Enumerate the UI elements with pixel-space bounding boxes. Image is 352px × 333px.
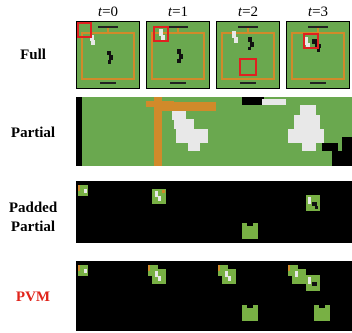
padded-partial-panel	[76, 181, 352, 243]
highlight-box	[239, 58, 257, 76]
timestep-header-0: t=0	[97, 4, 119, 20]
row-label-partial: Partial	[10, 125, 56, 141]
highlight-box	[303, 33, 319, 49]
pvm-frame-t1	[148, 265, 166, 284]
padded-patch-t3	[306, 195, 320, 211]
row-label-padded-line1: Padded	[8, 200, 58, 216]
row-label-pvm: PVM	[15, 289, 51, 305]
full-frame-t2	[216, 21, 280, 89]
highlight-box	[153, 26, 169, 42]
highlight-box	[77, 22, 92, 38]
row-label-full: Full	[20, 47, 46, 63]
pvm-frame-t2	[218, 265, 258, 321]
full-frame-t3	[286, 21, 350, 89]
timestep-header-1: t=1	[167, 4, 189, 20]
padded-patch-t2	[242, 223, 258, 239]
padded-patch-t1	[152, 189, 166, 204]
full-frame-t1	[146, 21, 210, 89]
pvm-frame-t3	[288, 265, 330, 321]
partial-zoomed-view	[76, 97, 352, 166]
full-frame-t0	[76, 21, 140, 89]
row-label-padded-line2: Partial	[10, 219, 56, 235]
pvm-panel	[76, 261, 352, 331]
pvm-frame-t0	[78, 265, 88, 276]
timestep-header-2: t=2	[237, 4, 259, 20]
row-label-padded-partial: Padded Partial	[0, 199, 66, 237]
timestep-header-3: t=3	[307, 4, 329, 20]
padded-patch-t0	[78, 185, 88, 196]
